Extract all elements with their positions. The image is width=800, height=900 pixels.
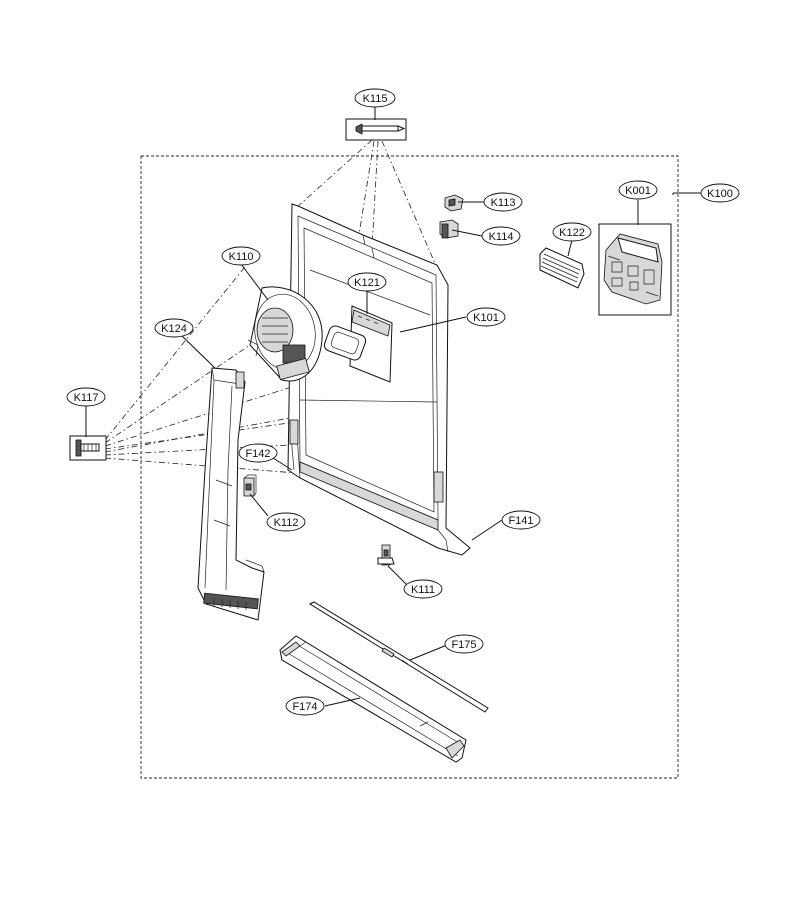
callout-leaders — [85, 107, 701, 707]
bracket-k111-part — [377, 544, 395, 566]
door-frame-k101-part — [287, 203, 471, 556]
callout-k121: K121 — [347, 272, 387, 292]
vent-grille-k122-part — [539, 247, 585, 289]
callout-k110: K110 — [221, 246, 261, 266]
label-f142: F142 — [245, 448, 270, 460]
callout-f174: F174 — [285, 696, 325, 716]
label-k101: K101 — [473, 312, 499, 324]
screw-k115-part — [345, 118, 407, 141]
label-k111: K111 — [411, 584, 435, 596]
label-f141: F141 — [508, 515, 533, 527]
control-module-k001-part — [598, 223, 672, 316]
label-k115: K115 — [363, 93, 388, 105]
callout-k117: K117 — [66, 387, 106, 407]
callout-k111: K111 — [403, 579, 443, 599]
callout-k113: K113 — [483, 192, 523, 212]
label-f175: F175 — [451, 639, 476, 651]
label-k113: K113 — [491, 197, 516, 209]
rail-f175-part — [308, 601, 489, 713]
vent-motor-k110-part — [247, 286, 323, 382]
callout-k124: K124 — [154, 318, 194, 338]
callout-k114: K114 — [481, 226, 521, 246]
label-k100: K100 — [707, 188, 733, 200]
label-k112: K112 — [274, 517, 299, 529]
label-k122: K122 — [559, 227, 585, 239]
callout-k115: K115 — [354, 88, 396, 108]
screw-k117-part — [69, 435, 107, 461]
side-panel-k124-part — [197, 367, 265, 621]
label-k110: K110 — [229, 251, 254, 263]
assembly-boundary — [140, 155, 679, 779]
callout-k122: K122 — [552, 222, 592, 242]
dispenser-k121-part — [323, 305, 393, 383]
callout-k112: K112 — [266, 512, 306, 532]
callout-f142: F142 — [238, 443, 278, 463]
label-k001: K001 — [625, 185, 651, 197]
callout-k100: K100 — [700, 183, 740, 203]
clip-k114-part — [439, 219, 459, 239]
bracket-k112-part — [243, 474, 257, 497]
callout-k001: K001 — [618, 180, 658, 200]
clip-k113-part — [444, 194, 464, 212]
label-f174: F174 — [292, 701, 317, 713]
callout-f175: F175 — [444, 634, 484, 654]
callout-k101: K101 — [466, 307, 506, 327]
label-k114: K114 — [489, 231, 514, 243]
label-k117: K117 — [74, 392, 99, 404]
callout-f141: F141 — [501, 510, 541, 530]
channel-f174-part — [279, 635, 467, 763]
label-k121: K121 — [354, 277, 380, 289]
label-k124: K124 — [161, 323, 187, 335]
